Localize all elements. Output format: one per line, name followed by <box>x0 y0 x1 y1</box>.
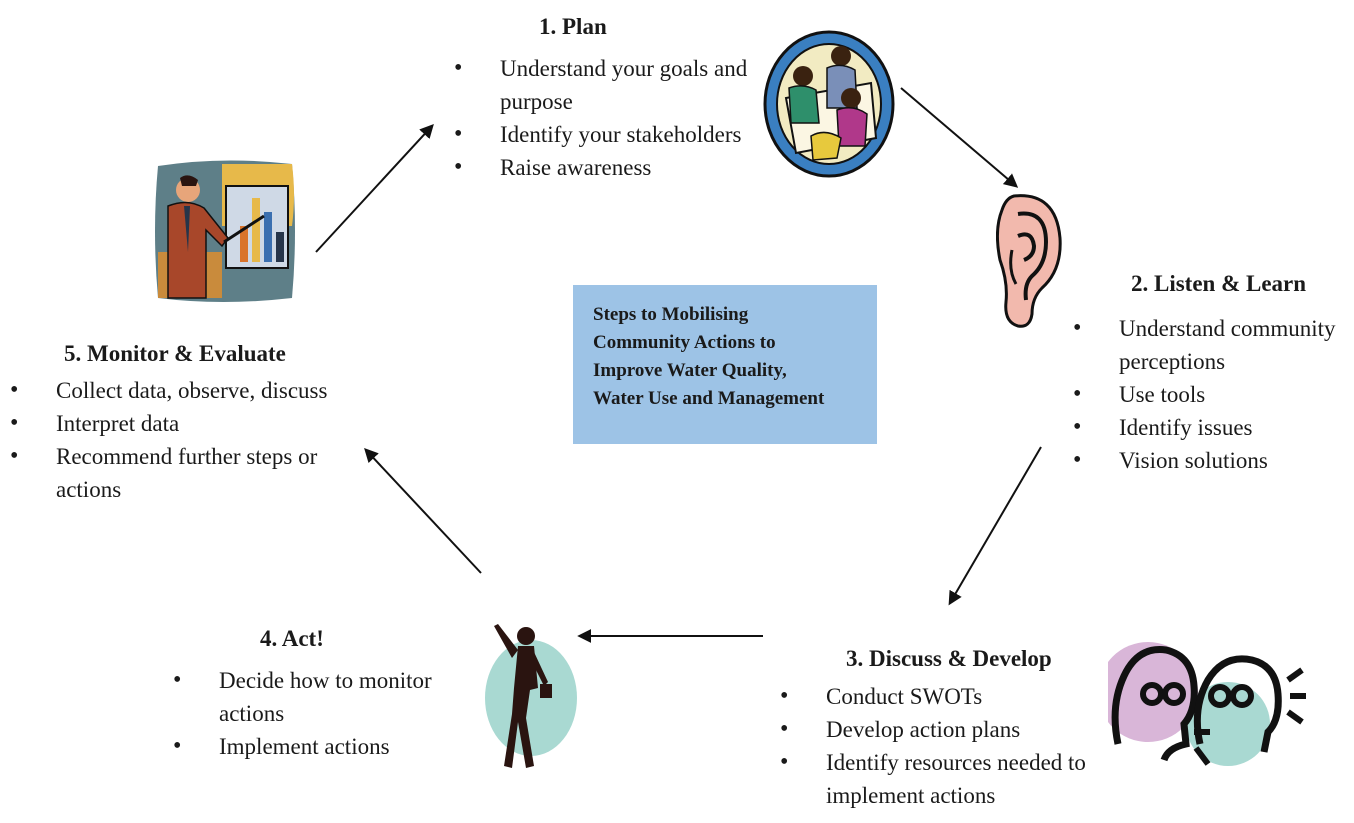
list-item: purpose <box>500 89 573 114</box>
step-plan-title: 1. Plan <box>539 14 607 39</box>
step-act-title: 4. Act! <box>260 626 324 651</box>
center-title-box: Steps to Mobilising Community Actions to… <box>573 285 877 444</box>
list-item: Decide how to monitor <box>173 664 432 697</box>
list-item: Interpret data <box>10 407 327 440</box>
list-item: perceptions <box>1119 349 1226 374</box>
list-item: Identify issues <box>1073 411 1336 444</box>
list-item: Use tools <box>1073 378 1336 411</box>
list-item: Identify your stakeholders <box>454 118 747 151</box>
step-act-list: Decide how to monitor actions Implement … <box>173 664 432 763</box>
arrow-monitor-to-plan <box>315 123 434 253</box>
center-title-line-2: Community Actions to <box>593 332 776 353</box>
step-listen-title: 2. Listen & Learn <box>1131 271 1307 296</box>
center-title-line-1: Steps to Mobilising <box>593 304 749 325</box>
two-faces-talking-icon <box>1098 636 1308 777</box>
list-item: Develop action plans <box>780 713 1086 746</box>
step-monitor-title: 5. Monitor & Evaluate <box>64 341 286 366</box>
ear-icon <box>995 190 1064 335</box>
list-item: Conduct SWOTs <box>780 680 1086 713</box>
arrow-act-to-monitor <box>364 447 482 574</box>
list-item: implement actions <box>826 783 996 808</box>
list-item: Raise awareness <box>454 151 747 184</box>
list-item: Identify resources needed to <box>780 746 1086 779</box>
meeting-group-icon <box>761 28 897 185</box>
presenter-chart-icon <box>152 156 298 311</box>
list-item: Understand community <box>1073 312 1336 345</box>
step-discuss-list: Conduct SWOTs Develop action plans Ident… <box>780 680 1086 812</box>
step-plan-list: Understand your goals and purpose Identi… <box>454 52 747 184</box>
walking-businessman-icon <box>478 618 578 783</box>
list-item: Recommend further steps or <box>10 440 327 473</box>
arrow-listen-to-discuss <box>948 446 1042 606</box>
center-title-line-3: Improve Water Quality, <box>593 360 787 381</box>
list-item: Understand your goals and <box>454 52 747 85</box>
list-item: Implement actions <box>173 730 432 763</box>
step-listen-list: Understand community perceptions Use too… <box>1073 312 1336 477</box>
center-title-line-4: Water Use and Management <box>593 388 825 409</box>
step-monitor-list: Collect data, observe, discuss Interpret… <box>10 374 327 506</box>
arrow-plan-to-listen <box>900 87 1019 188</box>
list-item: Collect data, observe, discuss <box>10 374 327 407</box>
list-item: actions <box>56 477 122 502</box>
list-item: actions <box>219 701 285 726</box>
step-discuss-title: 3. Discuss & Develop <box>846 646 1052 671</box>
list-item: Vision solutions <box>1073 444 1336 477</box>
